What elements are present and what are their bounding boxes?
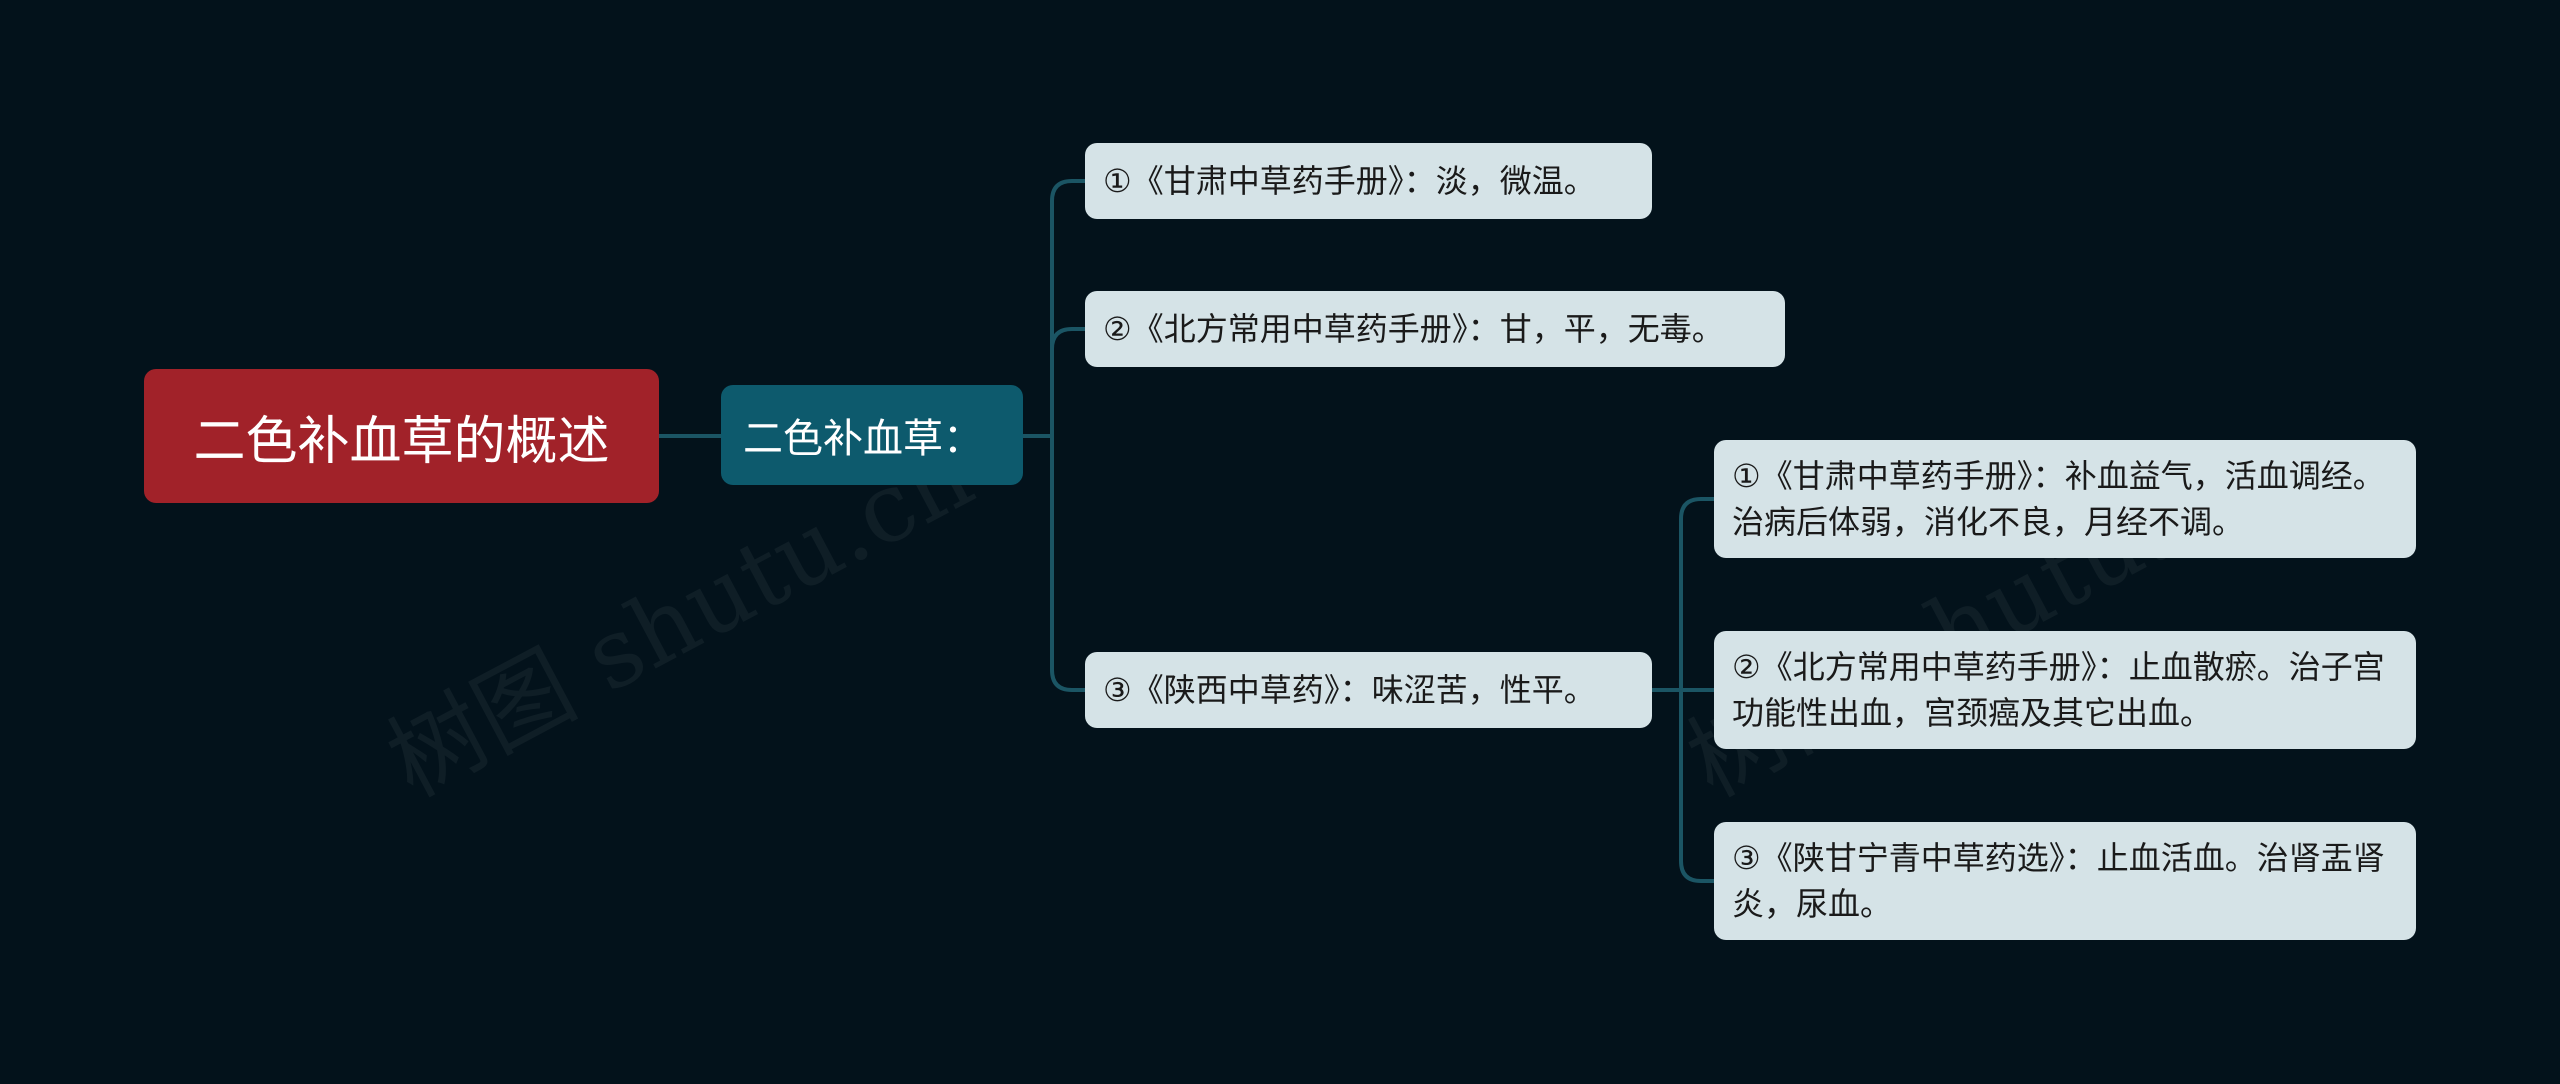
sub-leaf-node[interactable]: ③《陕甘宁青中草药选》：止血活血。治肾盂肾炎，尿血。 (1714, 822, 2416, 940)
leaf-node[interactable]: ③《陕西中草药》：味涩苦，性平。 (1085, 652, 1652, 728)
connector-leaf-3 (1050, 434, 1087, 692)
sub-leaf-node[interactable]: ①《甘肃中草药手册》：补血益气，活血调经。治病后体弱，消化不良，月经不调。 (1714, 440, 2416, 558)
connector-leaf-1 (1050, 179, 1087, 438)
connector-sub-1 (1679, 497, 1716, 692)
connector-sub-3 (1679, 688, 1716, 883)
sub-leaf-node[interactable]: ②《北方常用中草药手册》：止血散瘀。治子宫功能性出血，宫颈癌及其它出血。 (1714, 631, 2416, 749)
sub-leaf-node-label: ①《甘肃中草药手册》：补血益气，活血调经。治病后体弱，消化不良，月经不调。 (1732, 457, 2385, 541)
leaf-node-label: ①《甘肃中草药手册》：淡，微温。 (1103, 162, 1596, 200)
branch-node[interactable]: 二色补血草： (721, 385, 1023, 485)
branch-node-label: 二色补血草： (743, 416, 983, 462)
leaf-node[interactable]: ②《北方常用中草药手册》：甘，平，无毒。 (1085, 291, 1785, 367)
leaf-node-label: ③《陕西中草药》：味涩苦，性平。 (1103, 671, 1596, 709)
sub-leaf-node-label: ③《陕甘宁青中草药选》：止血活血。治肾盂肾炎，尿血。 (1732, 839, 2385, 923)
root-node[interactable]: 二色补血草的概述 (144, 369, 659, 503)
root-node-label: 二色补血草的概述 (193, 411, 610, 472)
sub-leaf-node-label: ②《北方常用中草药手册》：止血散瘀。治子宫功能性出血，宫颈癌及其它出血。 (1732, 648, 2385, 732)
leaf-node[interactable]: ①《甘肃中草药手册》：淡，微温。 (1085, 143, 1652, 219)
connector-leaf-2 (1050, 327, 1087, 438)
leaf-node-label: ②《北方常用中草药手册》：甘，平，无毒。 (1103, 310, 1724, 348)
